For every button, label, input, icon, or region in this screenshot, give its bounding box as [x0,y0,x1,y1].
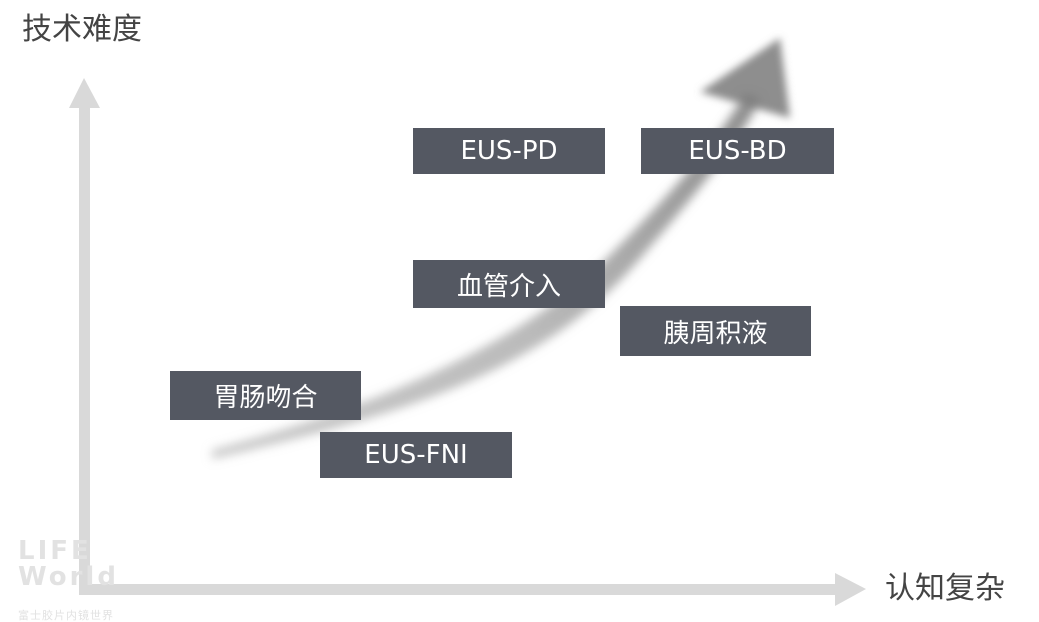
box-vascular-intervention: 血管介入 [413,260,605,308]
box-peripancreatic-fluid: 胰周积液 [620,306,811,356]
x-axis-label: 认知复杂 [885,571,1005,606]
box-eus-pd: EUS-PD [413,128,605,174]
trend-arrow-head [700,38,790,118]
box-eus-bd: EUS-BD [641,128,834,174]
x-axis-arrow [79,573,866,606]
y-axis-label: 技术难度 [22,12,142,47]
box-eus-fni: EUS-FNI [320,432,512,478]
y-axis-arrow [69,78,100,594]
box-gastroenterostomy: 胃肠吻合 [170,371,361,420]
